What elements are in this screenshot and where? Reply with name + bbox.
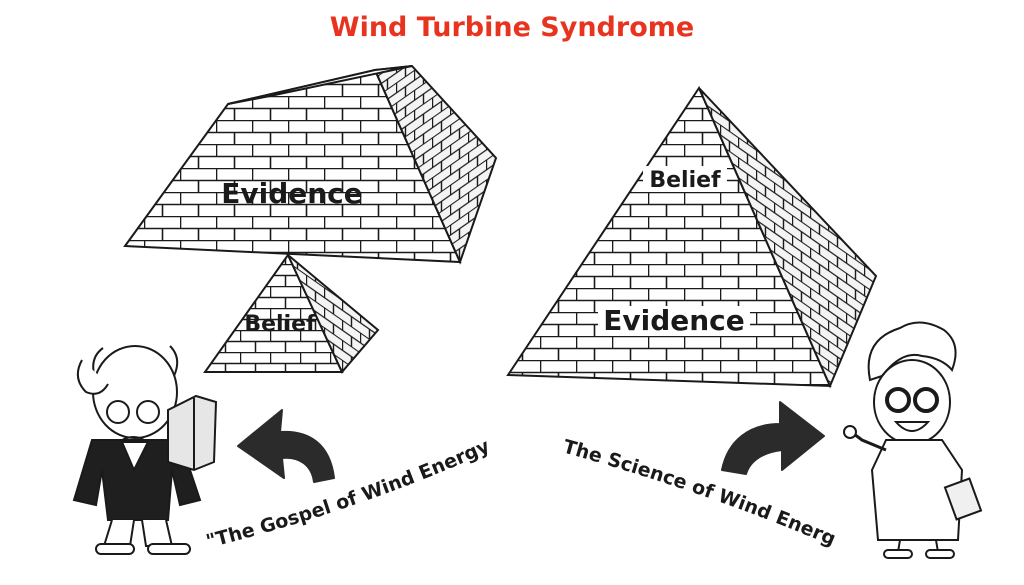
man-shoe-right — [147, 543, 191, 555]
inverted-evidence-pyramid: Evidence — [123, 64, 498, 265]
man-shirt — [120, 441, 150, 473]
man-head — [92, 345, 178, 439]
belief-label-right: Belief — [649, 168, 721, 193]
man-glasses-right — [136, 400, 160, 424]
evidence-label-right: Evidence — [603, 304, 745, 337]
left-curved-arrow — [237, 409, 335, 483]
puzzled-man-illustration — [72, 345, 218, 555]
man-shoe-left — [95, 543, 135, 555]
scientist-hand — [843, 425, 857, 439]
scientist-illustration — [843, 321, 983, 559]
scientist-glasses-right — [913, 387, 939, 413]
upright-pyramid: Belief Evidence — [506, 85, 878, 389]
scientist-hair — [867, 321, 957, 382]
right-curved-arrow — [721, 401, 825, 475]
evidence-block-top — [227, 65, 413, 105]
scientist-shoe-left — [883, 549, 913, 559]
man-glasses-left — [106, 400, 130, 424]
open-book — [167, 394, 218, 472]
upright-pyramid-side — [698, 87, 878, 389]
scientist-lab-coat — [870, 439, 964, 541]
evidence-label-left: Evidence — [221, 177, 363, 210]
belief-pyramid-side — [287, 254, 380, 374]
belief-label-left: Belief — [244, 312, 316, 337]
man-legs — [102, 519, 174, 547]
page-title: Wind Turbine Syndrome — [329, 12, 695, 43]
scientist-smile — [893, 421, 931, 432]
scientist-glasses-left — [885, 387, 911, 413]
evidence-label-backdrop — [598, 306, 750, 336]
man-hand-scratch — [76, 359, 109, 395]
scientist-shoe-right — [925, 549, 955, 559]
small-belief-pyramid: Belief — [203, 253, 380, 374]
scientist-clipboard — [943, 477, 983, 521]
belief-label-backdrop — [643, 166, 727, 192]
